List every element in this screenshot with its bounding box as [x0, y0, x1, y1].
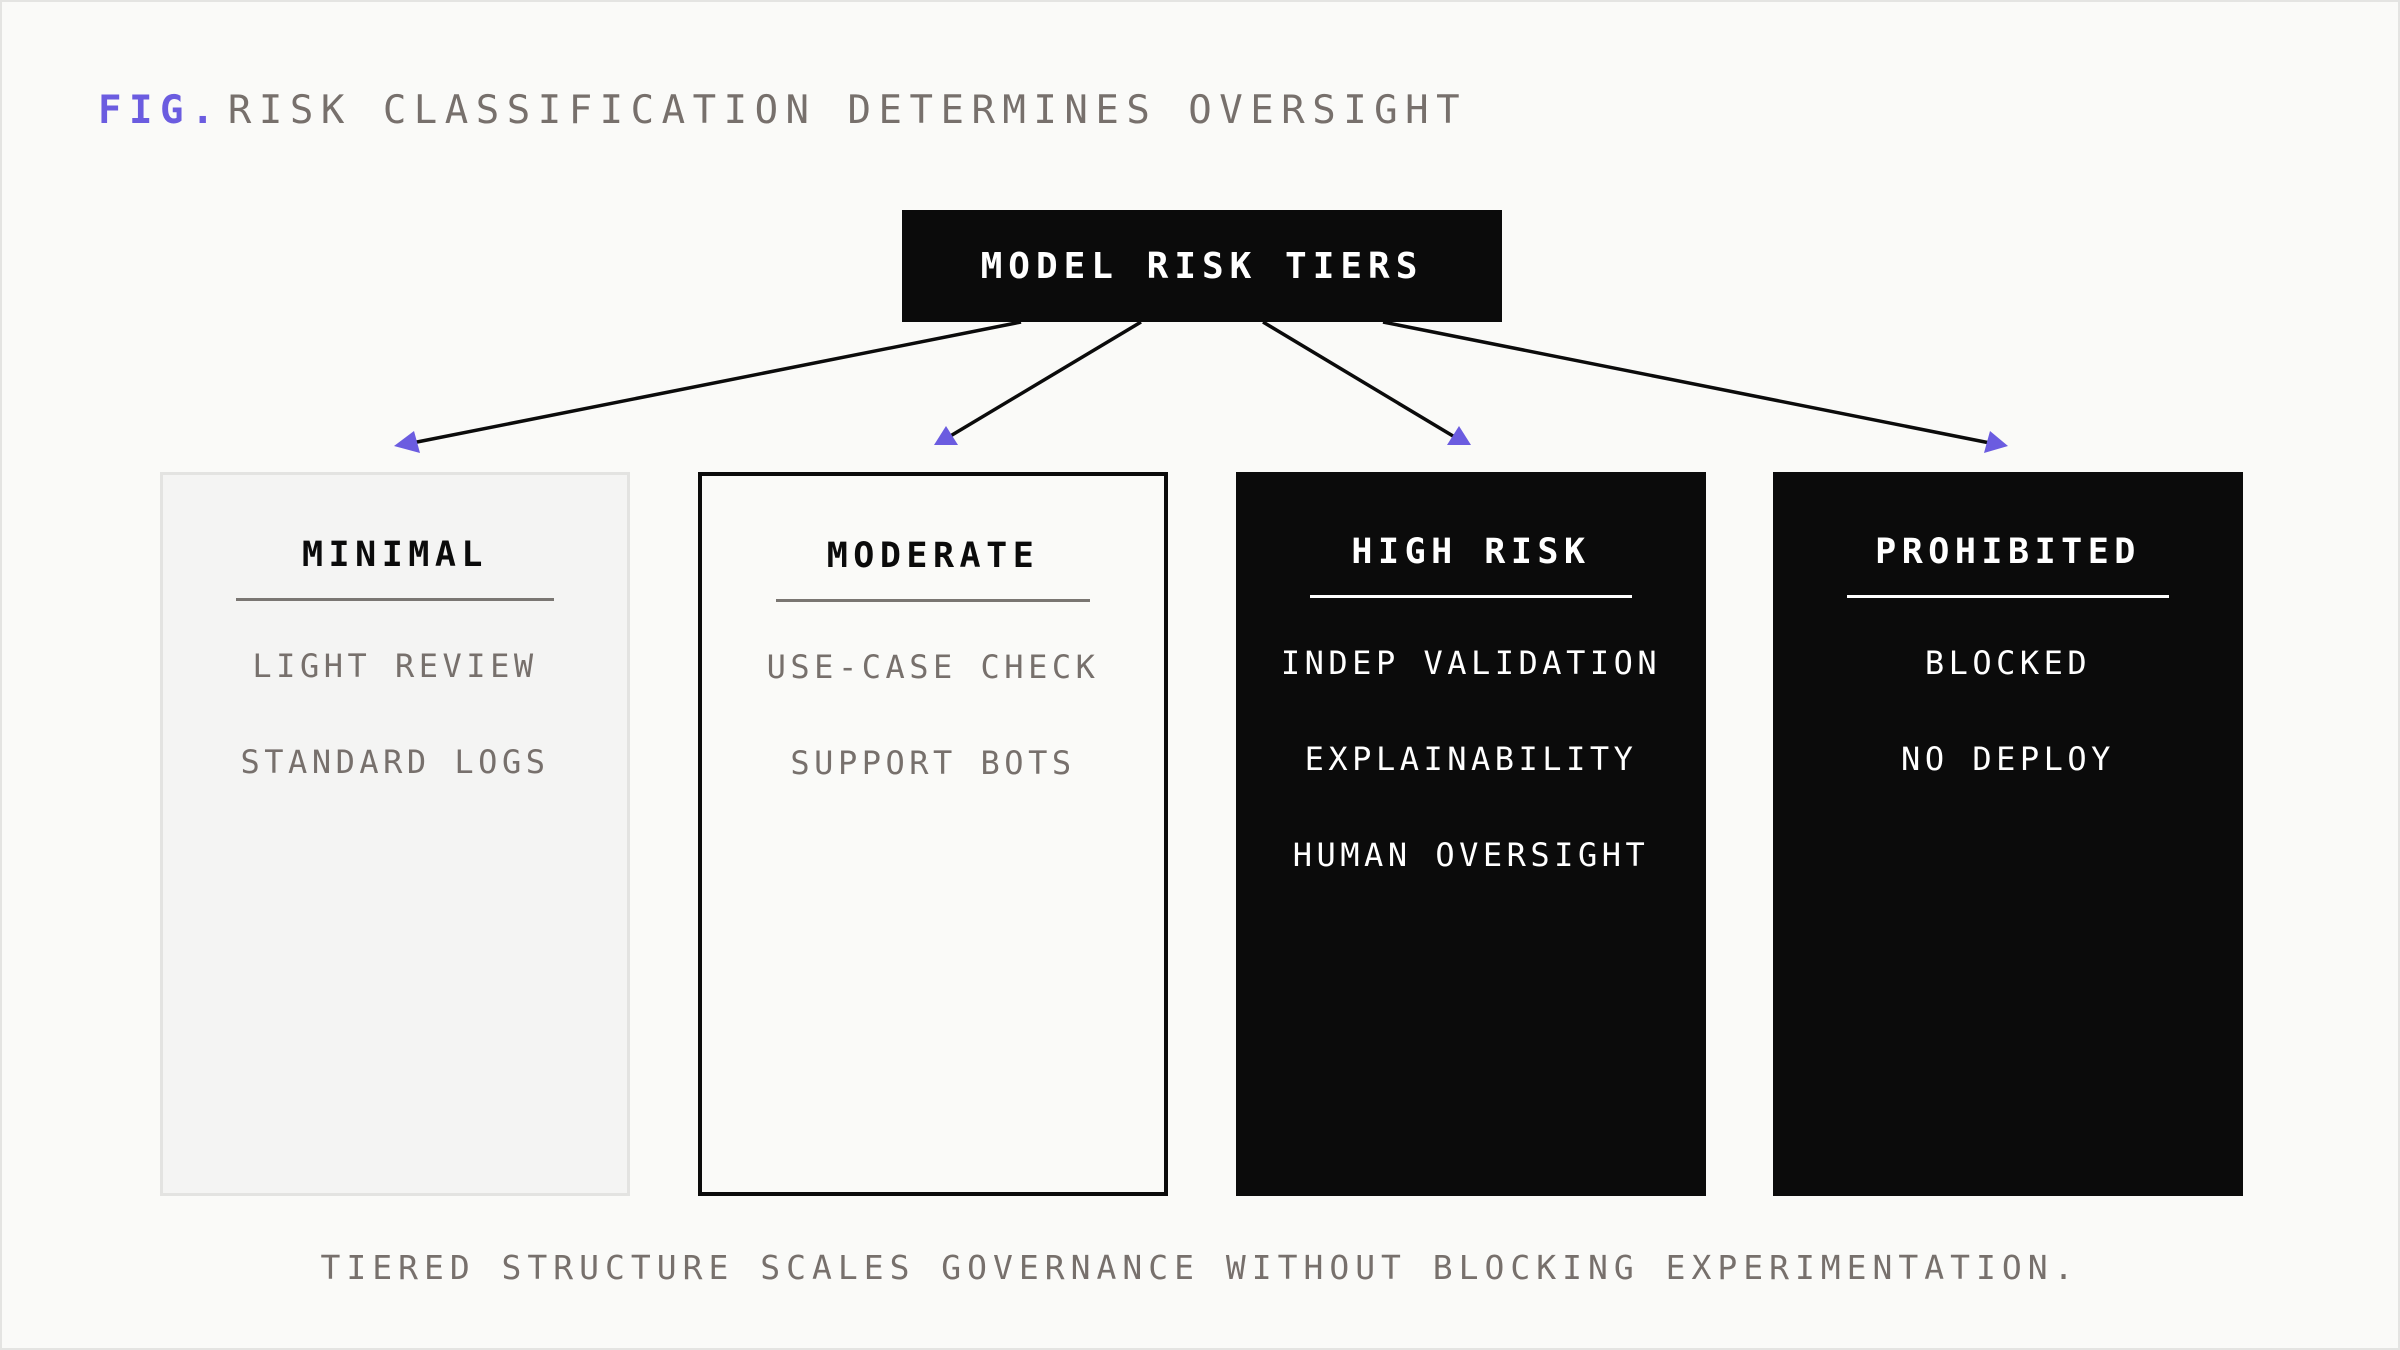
tier-items: INDEP VALIDATION EXPLAINABILITY HUMAN OV… — [1236, 640, 1706, 928]
connector-moderate — [946, 320, 1142, 440]
tier-items: BLOCKED NO DEPLOY — [1773, 640, 2243, 832]
tier-item: BLOCKED — [1924, 644, 2092, 682]
arrowhead-high-risk — [1447, 426, 1471, 445]
tier-title: HIGH RISK — [1351, 532, 1591, 572]
figure-title-text: RISK CLASSIFICATION DETERMINES OVERSIGHT — [227, 88, 1468, 133]
arrowhead-prohibited — [1984, 431, 2008, 453]
tier-divider — [236, 598, 554, 601]
connector-minimal — [411, 320, 1022, 445]
tier-item: LIGHT REVIEW — [252, 647, 538, 685]
tier-items: LIGHT REVIEW STANDARD LOGS — [163, 643, 627, 835]
tier-divider — [1847, 595, 2169, 598]
tier-prohibited: PROHIBITED BLOCKED NO DEPLOY — [1773, 472, 2243, 1196]
tier-item: SUPPORT BOTS — [790, 744, 1076, 782]
tier-divider — [1310, 595, 1632, 598]
tier-item: NO DEPLOY — [1901, 740, 2115, 778]
figure-caption: TIERED STRUCTURE SCALES GOVERNANCE WITHO… — [320, 1248, 2080, 1287]
tier-item: HUMAN OVERSIGHT — [1292, 836, 1650, 874]
tier-item: USE-CASE CHECK — [766, 648, 1100, 686]
tier-high-risk: HIGH RISK INDEP VALIDATION EXPLAINABILIT… — [1236, 472, 1706, 1196]
tier-items: USE-CASE CHECK SUPPORT BOTS — [702, 644, 1164, 836]
arrowhead-minimal — [394, 431, 420, 453]
tier-item: EXPLAINABILITY — [1304, 740, 1638, 778]
root-label: MODEL RISK TIERS — [980, 245, 1424, 287]
tier-item: INDEP VALIDATION — [1280, 644, 1662, 682]
tier-minimal: MINIMAL LIGHT REVIEW STANDARD LOGS — [160, 472, 630, 1196]
root-node: MODEL RISK TIERS — [902, 210, 1502, 322]
tier-divider — [776, 599, 1090, 602]
arrowhead-moderate — [934, 426, 958, 445]
connector-prohibited — [1382, 320, 1991, 445]
tier-title: PROHIBITED — [1875, 532, 2141, 572]
tier-title: MINIMAL — [301, 535, 488, 575]
figure-prefix: FIG. — [98, 88, 222, 133]
tier-moderate: MODERATE USE-CASE CHECK SUPPORT BOTS — [698, 472, 1168, 1196]
figure-title: FIG.RISK CLASSIFICATION DETERMINES OVERS… — [98, 88, 1467, 133]
tier-item: STANDARD LOGS — [240, 743, 550, 781]
tier-title: MODERATE — [826, 536, 1040, 576]
connector-high-risk — [1262, 320, 1459, 441]
